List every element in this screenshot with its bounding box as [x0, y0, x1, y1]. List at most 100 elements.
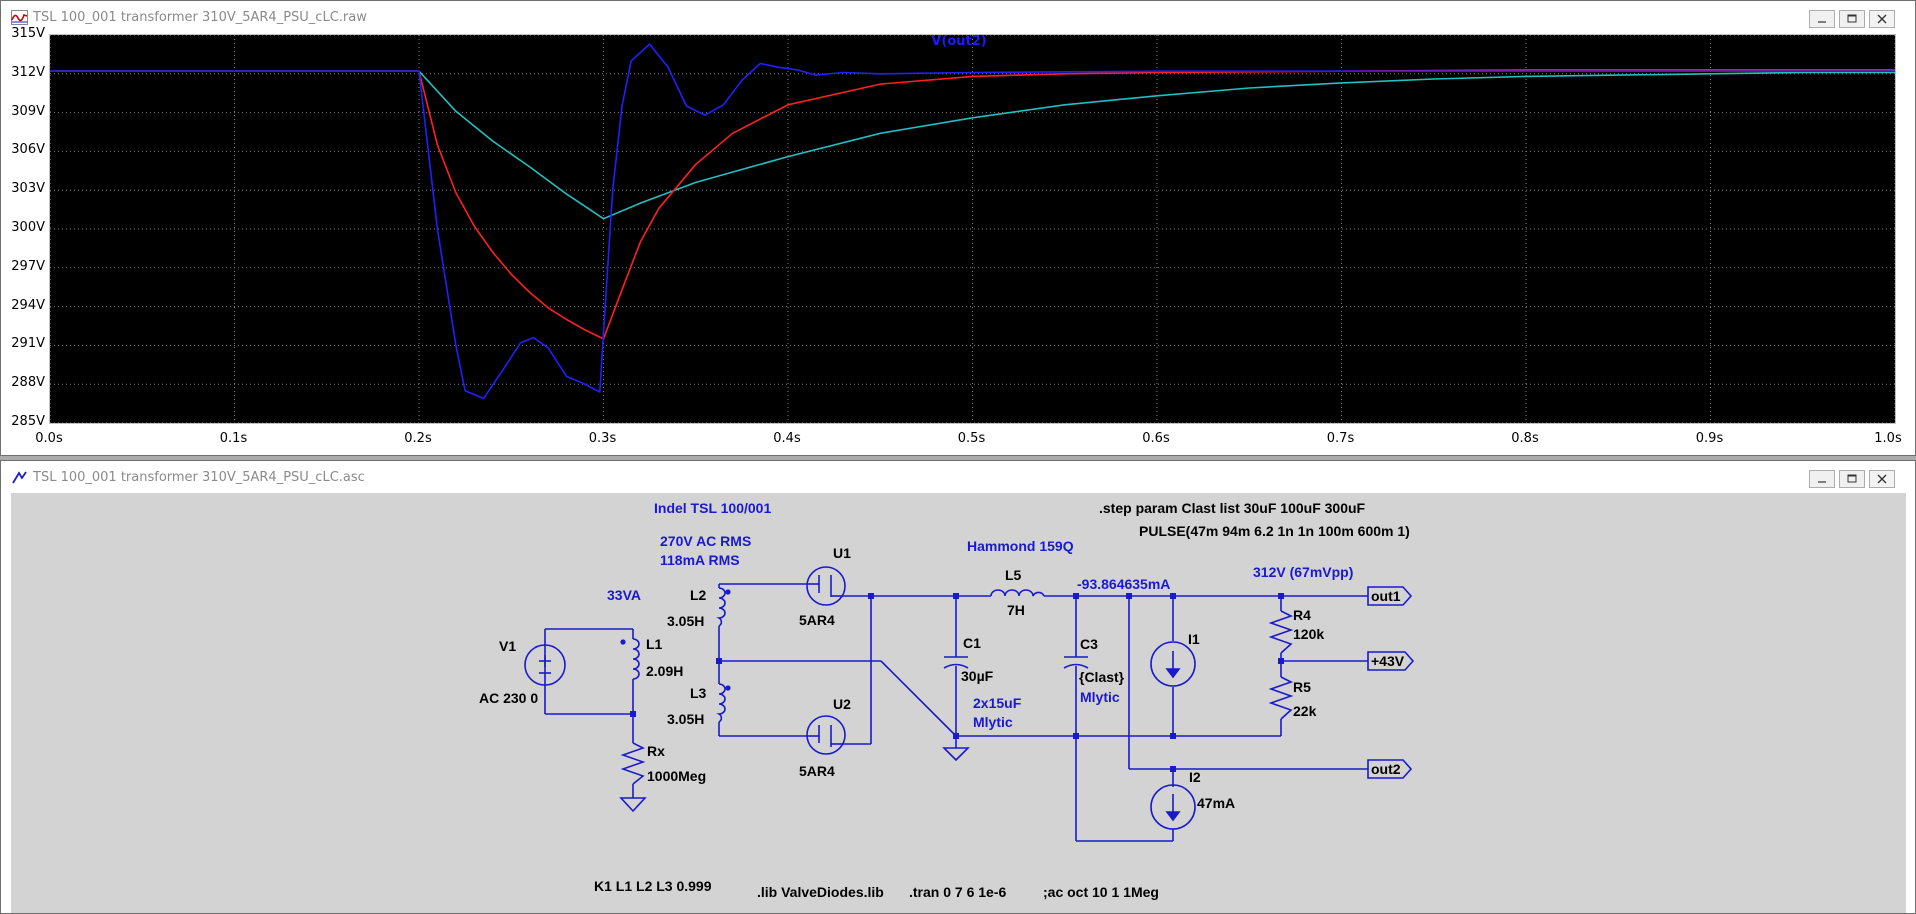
x-tick-label: 0.4s	[773, 431, 801, 446]
y-tick-label: 297V	[11, 258, 45, 274]
x-tick-label: 1.0s	[1874, 431, 1902, 446]
u1-valve-diode-icon[interactable]	[806, 566, 846, 606]
trace-label[interactable]: V(out2)	[931, 34, 987, 49]
c1-value[interactable]: 30µF	[961, 668, 994, 684]
l5-value[interactable]: 7H	[1007, 602, 1025, 618]
transformer-title[interactable]: Indel TSL 100/001	[654, 500, 771, 516]
ac-directive[interactable]: ;ac oct 10 1 1Meg	[1043, 884, 1159, 900]
rx-name[interactable]: Rx	[647, 743, 665, 759]
va-note[interactable]: 33VA	[607, 587, 641, 603]
schematic-window-title: TSL 100_001 transformer 310V_5AR4_PSU_cL…	[33, 470, 365, 485]
minimize-button[interactable]	[1809, 10, 1835, 28]
c3-note[interactable]: Mlytic	[1080, 689, 1120, 705]
ac-rms-note[interactable]: 270V AC RMS	[660, 533, 751, 549]
l3-inductor-icon[interactable]	[716, 683, 731, 723]
c1-note-1[interactable]: 2x15uF	[973, 695, 1022, 711]
waveform-app-icon	[11, 10, 28, 25]
u2-valve-diode-icon[interactable]	[806, 715, 846, 755]
l5-inductor-icon[interactable]	[990, 589, 1045, 597]
r4-name[interactable]: R4	[1293, 607, 1311, 623]
r4-resistor-icon[interactable]	[1268, 610, 1294, 654]
u2-value[interactable]: 5AR4	[799, 763, 835, 779]
pulse-directive[interactable]: PULSE(47m 94m 6.2 1n 1n 100m 600m 1)	[1139, 523, 1410, 539]
net-out2[interactable]: out2	[1371, 761, 1401, 777]
c3-capacitor-icon[interactable]	[1063, 656, 1089, 669]
series-line-0[interactable]	[50, 43, 1895, 400]
i2-value[interactable]: 47mA	[1197, 795, 1235, 811]
close-icon	[1877, 14, 1887, 24]
x-tick-label: 0.9s	[1695, 431, 1724, 446]
u1-name[interactable]: U1	[833, 545, 851, 561]
y-tick-label: 291V	[11, 336, 45, 352]
schematic-close-button[interactable]	[1869, 470, 1895, 488]
schematic-minimize-button[interactable]	[1809, 470, 1835, 488]
l1-value[interactable]: 2.09H	[646, 663, 683, 679]
minimize-icon	[1818, 481, 1826, 483]
y-tick-label: 312V	[11, 64, 45, 80]
hammond-note[interactable]: Hammond 159Q	[967, 538, 1074, 554]
ma-rms-note[interactable]: 118mA RMS	[660, 552, 740, 568]
y-tick-label: 315V	[11, 26, 45, 41]
schematic-restore-button[interactable]	[1839, 470, 1865, 488]
u2-name[interactable]: U2	[833, 696, 851, 712]
output-voltage-note[interactable]: 312V (67mVpp)	[1253, 564, 1353, 580]
step-directive[interactable]: .step param Clast list 30uF 100uF 300uF	[1099, 500, 1366, 516]
x-tick-label: 0.5s	[957, 431, 986, 446]
i1-name[interactable]: I1	[1188, 631, 1200, 647]
waveform-plot-area[interactable]	[49, 34, 1896, 424]
current-annotation[interactable]: -93.864635mA	[1077, 576, 1170, 592]
c1-name[interactable]: C1	[963, 635, 981, 651]
l1-inductor-icon[interactable]	[620, 638, 640, 685]
l2-value[interactable]: 3.05H	[667, 613, 704, 629]
c1-note-2[interactable]: Mlytic	[973, 714, 1013, 730]
r5-value[interactable]: 22k	[1293, 703, 1317, 719]
tran-directive[interactable]: .tran 0 7 6 1e-6	[909, 884, 1006, 900]
v1-voltage-source-icon[interactable]	[524, 644, 566, 686]
rx-value[interactable]: 1000Meg	[647, 768, 706, 784]
l2-inductor-icon[interactable]	[716, 587, 731, 627]
restore-icon	[1847, 14, 1857, 23]
c3-name[interactable]: C3	[1080, 636, 1098, 652]
coupling-directive[interactable]: K1 L1 L2 L3 0.999	[594, 878, 712, 894]
l3-name[interactable]: L3	[690, 685, 707, 701]
v1-value[interactable]: AC 230 0	[479, 690, 538, 706]
r4-value[interactable]: 120k	[1293, 626, 1324, 642]
waveform-window-title: TSL 100_001 transformer 310V_5AR4_PSU_cL…	[33, 10, 367, 25]
l2-name[interactable]: L2	[690, 587, 707, 603]
net-flag-icons	[1367, 586, 1415, 779]
x-tick-label: 0.2s	[404, 431, 432, 446]
r5-resistor-icon[interactable]	[1268, 676, 1294, 720]
junction-dots	[630, 593, 1284, 772]
x-tick-label: 0.7s	[1326, 431, 1355, 446]
schematic-canvas[interactable]: Indel TSL 100/001 270V AC RMS 118mA RMS …	[11, 493, 1906, 913]
r5-name[interactable]: R5	[1293, 679, 1311, 695]
net-out1[interactable]: out1	[1371, 588, 1401, 604]
schematic-app-icon	[12, 471, 27, 484]
i1-current-source-icon[interactable]	[1150, 641, 1196, 687]
restore-icon	[1847, 474, 1857, 483]
restore-button[interactable]	[1839, 10, 1865, 28]
y-tick-label: 300V	[11, 220, 45, 235]
i2-current-source-icon[interactable]	[1150, 784, 1196, 830]
net-plus43v[interactable]: +43V	[1371, 653, 1405, 669]
v1-name[interactable]: V1	[499, 638, 516, 654]
y-tick-label: 306V	[11, 142, 45, 158]
l3-value[interactable]: 3.05H	[667, 711, 704, 727]
rx-resistor-icon[interactable]	[620, 742, 646, 785]
i2-name[interactable]: I2	[1189, 769, 1201, 785]
u1-value[interactable]: 5AR4	[799, 612, 835, 628]
l5-name[interactable]: L5	[1005, 567, 1022, 583]
c1-capacitor-icon[interactable]	[943, 656, 969, 669]
l1-name[interactable]: L1	[646, 636, 663, 652]
y-tick-label: 288V	[11, 375, 45, 391]
waveform-titlebar[interactable]: TSL 100_001 transformer 310V_5AR4_PSU_cL…	[1, 1, 1915, 35]
lib-directive[interactable]: .lib ValveDiodes.lib	[757, 884, 884, 900]
series-line-2[interactable]	[50, 70, 1895, 220]
x-tick-label: 0.6s	[1142, 431, 1170, 446]
x-tick-label: 0.1s	[219, 431, 248, 446]
schematic-titlebar[interactable]: TSL 100_001 transformer 310V_5AR4_PSU_cL…	[1, 461, 1915, 495]
series-line-1[interactable]	[50, 69, 1895, 340]
x-tick-label: 0.0s	[35, 431, 63, 446]
c3-value[interactable]: {Clast}	[1079, 669, 1125, 685]
close-button[interactable]	[1869, 10, 1895, 28]
